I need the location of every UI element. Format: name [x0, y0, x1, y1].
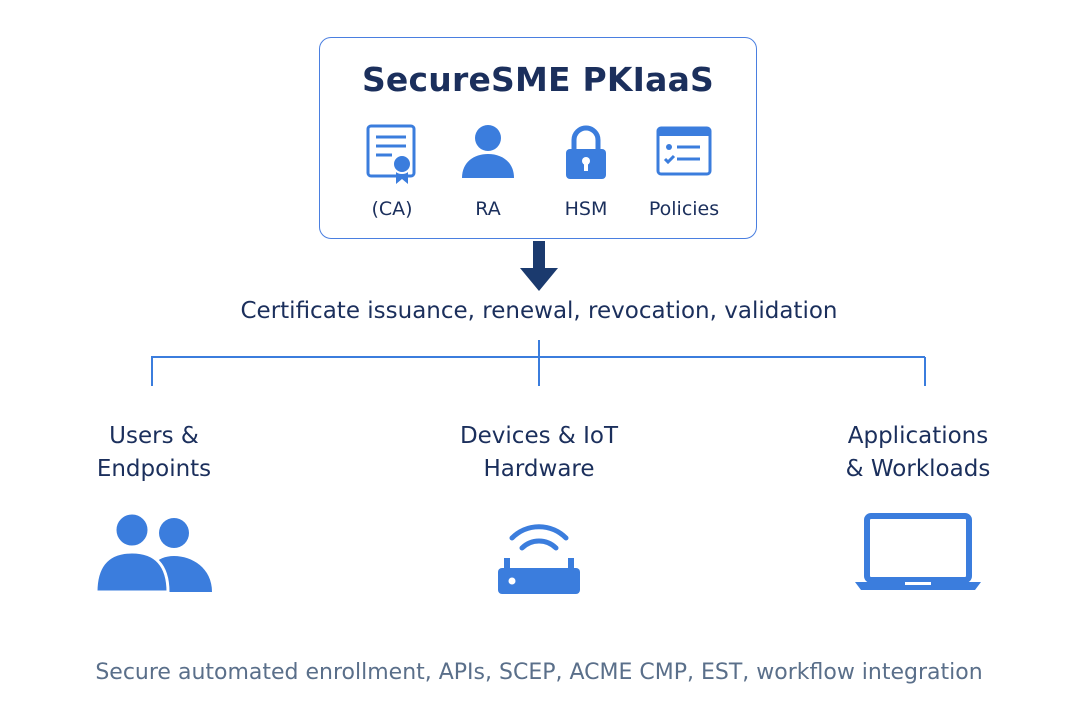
- platform-title: SecureSME PKIaaS: [361, 60, 715, 99]
- component-label-hsm: HSM: [564, 198, 608, 220]
- target-devices: Devices & IoT Hardware: [409, 420, 669, 596]
- component-label-ra: RA: [475, 198, 501, 220]
- target-title-users: Users & Endpoints: [96, 423, 212, 482]
- target-applications: Applications & Workloads: [788, 420, 1048, 592]
- users-icon: [94, 512, 212, 592]
- down-arrow-head: [520, 268, 558, 291]
- certificate-icon: [366, 124, 416, 184]
- laptop-icon: [855, 513, 981, 590]
- down-arrow-shaft: [533, 241, 545, 271]
- footer-text: Secure automated enrollment, APIs, SCEP,…: [95, 660, 983, 685]
- component-ra: RA: [438, 122, 538, 220]
- platform-box: SecureSME PKIaaS (CA) RA HSM: [319, 37, 757, 239]
- component-ca: (CA): [342, 122, 442, 220]
- component-label-ca: (CA): [371, 198, 413, 220]
- component-policies: Policies: [634, 122, 734, 220]
- lock-icon: [566, 125, 606, 179]
- flow-label: Certificate issuance, renewal, revocatio…: [240, 298, 838, 324]
- target-title-applications: Applications & Workloads: [845, 423, 991, 482]
- user-icon: [462, 125, 514, 178]
- target-users: Users & Endpoints: [24, 420, 284, 592]
- component-label-policies: Policies: [648, 198, 720, 220]
- router-icon: [498, 524, 580, 594]
- policy-list-icon: [656, 126, 712, 176]
- component-hsm: HSM: [536, 122, 636, 220]
- target-title-devices: Devices & IoT Hardware: [459, 423, 619, 482]
